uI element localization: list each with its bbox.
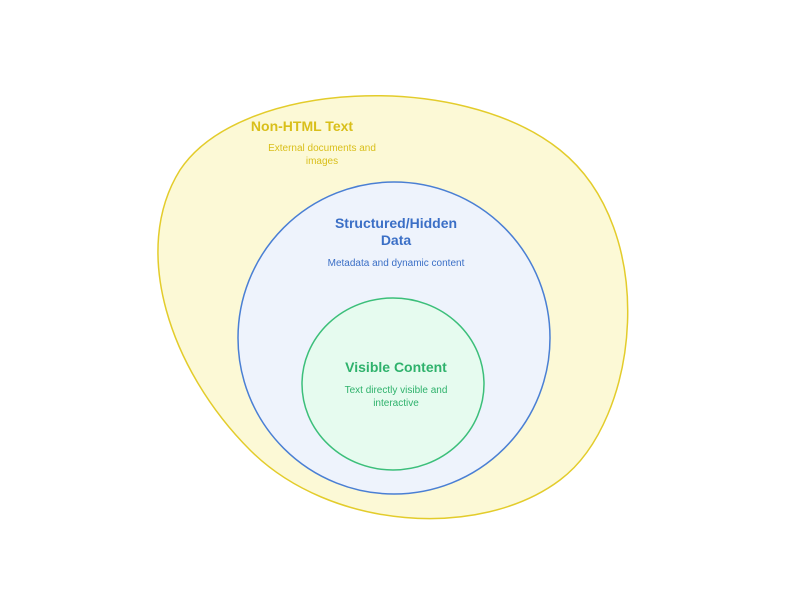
inner-layer-title: Visible Content: [345, 359, 447, 375]
middle-layer-title: Structured/Hidden Data: [334, 215, 458, 248]
middle-layer-description: Metadata and dynamic content: [327, 258, 465, 269]
inner-layer-shape: [301, 297, 485, 471]
outer-layer-title: Non-HTML Text: [250, 118, 354, 134]
inner-layer-description: Text directly visible and interactive: [344, 385, 448, 409]
outer-layer-description: External documents and images: [268, 143, 376, 167]
